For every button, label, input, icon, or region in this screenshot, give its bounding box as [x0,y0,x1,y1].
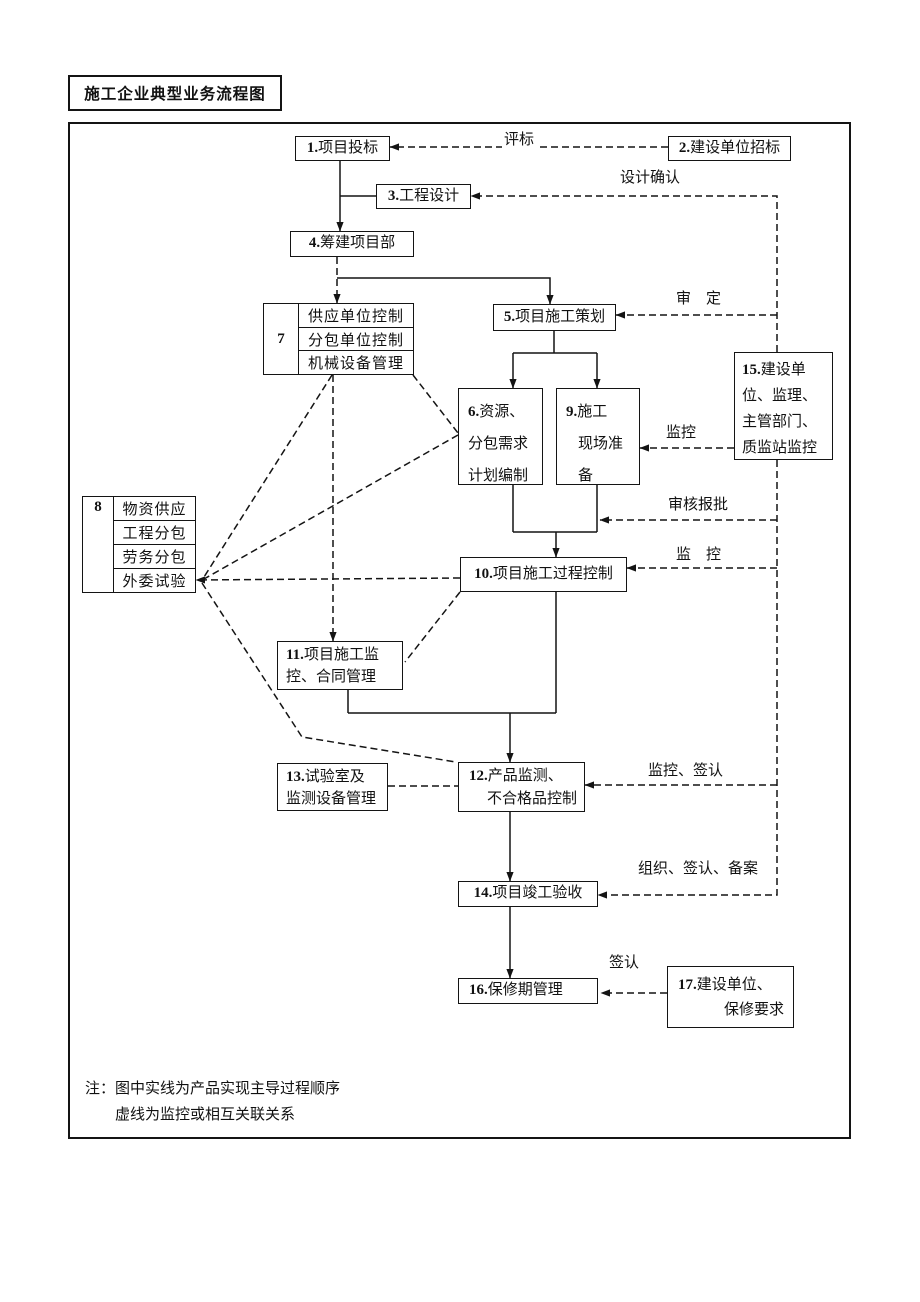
node-10-label: 项目施工过程控制 [492,565,613,582]
node-4-number: 4. [308,235,321,252]
node-4-project-dept-setup: 4.筹建项目部 [290,231,414,257]
node-6-line1: 6.资源、 [468,396,542,428]
footnote: 注：图中实线为产品实现主导过程顺序 虚线为监控或相互关联关系 [85,1077,340,1128]
footnote-text2: 虚线为监控或相互关联关系 [115,1106,296,1123]
node-2-number: 2. [678,139,691,156]
node-12-product-monitoring-nonconforming: 12.产品监测、 不合格品控制 [458,762,585,812]
node-2-label: 建设单位招标 [690,139,781,156]
node-8-rows: 物资供应 工程分包 劳务分包 外委试验 [114,497,195,592]
node-11-construction-supervision-contract: 11.项目施工监 控、合同管理 [277,641,403,690]
node-7-group: 7 供应单位控制 分包单位控制 机械设备管理 [263,303,414,375]
diagram-border [68,122,851,1139]
node-13-l2: 监测设备管理 [286,791,377,807]
node-16-number: 16. [469,982,488,999]
diagram-title: 施工企业典型业务流程图 [84,86,266,103]
node-9-number: 9. [566,404,578,420]
node-2-owner-tendering: 2.建设单位招标 [668,136,791,161]
edge-label-organize-signoff-filing: 组织、签认、备案 [636,857,761,878]
node-6-l1: 资源、 [479,404,525,420]
node-11-number: 11. [286,647,304,663]
node-5-label: 项目施工策划 [515,308,606,325]
node-15-line1: 15.建设单 [742,357,832,383]
node-15-l1: 建设单 [760,362,806,378]
node-14-label: 项目竣工验收 [492,885,583,902]
node-10-construction-process-control: 10.项目施工过程控制 [460,557,627,592]
edge-label-signoff: 签认 [607,951,642,972]
edge-label-monitoring-9: 监控 [664,421,699,442]
node-1-label: 项目投标 [318,139,379,156]
diagram-title-box: 施工企业典型业务流程图 [68,75,282,111]
edge-label-bid-evaluation: 评标 [502,128,537,149]
node-7-row-supplier-control: 供应单位控制 [299,304,413,328]
node-15-l3: 主管部门、 [742,414,818,430]
node-6-resource-subcontract-plan: 6.资源、 分包需求 计划编制 [458,388,543,485]
node-15-number: 15. [742,362,761,378]
node-17-l1: 建设单位、 [696,977,772,993]
node-5-number: 5. [503,308,516,325]
node-12-line1: 12.产品监测、 [469,765,584,788]
node-13-l1: 试验室及 [304,769,365,785]
node-1-project-bidding: 1.项目投标 [295,136,390,161]
edge-label-review-reporting: 审核报批 [666,493,731,514]
node-6-l3: 计划编制 [468,468,529,484]
node-3-number: 3. [387,187,400,204]
node-8-row-outsourced-testing: 外委试验 [122,574,187,590]
node-13-number: 13. [286,769,305,785]
node-9-l2: 现场准 [578,436,624,452]
edge-label-design-confirmation: 设计确认 [618,166,683,187]
node-3-engineering-design: 3.工程设计 [376,184,471,209]
edge-label-review-approval: 审 定 [674,287,724,308]
node-1-number: 1. [306,139,319,156]
node-11-l2: 控、合同管理 [286,669,377,685]
node-17-number: 17. [678,977,697,993]
node-6-number: 6. [468,404,480,420]
node-7-row-subcontractor-control: 分包单位控制 [299,328,413,352]
node-7-row-machinery-management: 机械设备管理 [307,356,404,373]
node-12-l1: 产品监测、 [487,768,563,784]
node-8-row-material-supply: 物资供应 [114,497,195,521]
node-17-owner-warranty-requirements: 17.建设单位、 保修要求 [667,966,794,1028]
node-12-l2: 不合格品控制 [487,791,578,807]
node-10-number: 10. [474,565,493,582]
node-11-l1: 项目施工监 [303,647,379,663]
node-15-l4: 质监站监控 [742,440,818,456]
edge-label-monitoring-signoff: 监控、签认 [646,759,726,780]
node-8-row-labor-subcontract: 劳务分包 [114,545,195,569]
node-16-label: 保修期管理 [487,982,563,999]
node-15-owner-supervision-monitoring: 15.建设单 位、监理、 主管部门、 质监站监控 [734,352,833,460]
node-7-rows: 供应单位控制 分包单位控制 机械设备管理 [299,304,413,374]
node-13-line1: 13.试验室及 [286,766,387,788]
node-16-warranty-period-management: 16.保修期管理 [458,978,598,1004]
node-4-label: 筹建项目部 [320,235,396,252]
node-9-line1: 9.施工 [566,396,639,428]
node-9-site-preparation: 9.施工 现场准 备 [556,388,640,485]
node-14-number: 14. [473,885,493,902]
node-17-l2: 保修要求 [724,1002,785,1018]
node-7-number: 7 [264,304,299,374]
node-5-construction-planning: 5.项目施工策划 [493,304,616,331]
node-9-l1: 施工 [577,404,608,420]
node-6-l2: 分包需求 [468,436,529,452]
footnote-prefix: 注： [85,1081,116,1097]
node-13-lab-equipment-management: 13.试验室及 监测设备管理 [277,763,388,811]
node-14-project-completion-acceptance: 14.项目竣工验收 [458,881,598,907]
footnote-text1: 图中实线为产品实现主导过程顺序 [115,1081,341,1097]
node-3-label: 工程设计 [399,187,460,204]
footnote-line1: 注：图中实线为产品实现主导过程顺序 [85,1077,340,1103]
node-11-line1: 11.项目施工监 [286,644,402,666]
node-12-number: 12. [469,768,488,784]
node-9-l3: 备 [578,468,594,484]
node-15-l2: 位、监理、 [742,388,818,404]
node-8-number: 8 [83,497,114,592]
node-8-group: 8 物资供应 工程分包 劳务分包 外委试验 [82,496,196,593]
edge-label-monitoring-10: 监 控 [674,543,724,564]
node-17-line1: 17.建设单位、 [678,973,793,998]
node-8-row-project-subcontract: 工程分包 [114,521,195,545]
